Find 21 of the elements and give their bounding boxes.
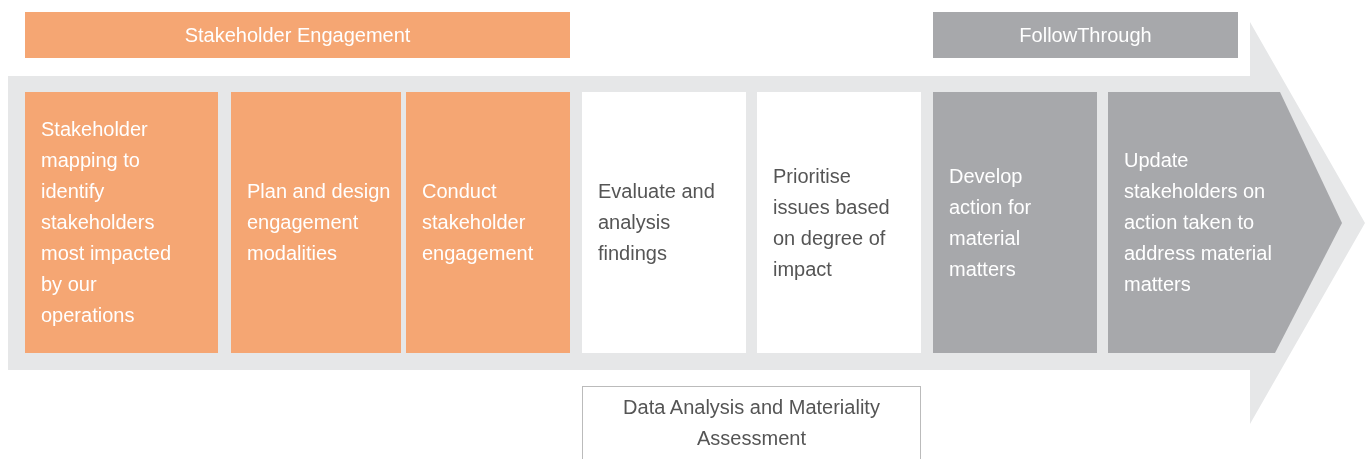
step-box (757, 92, 921, 353)
header-text: FollowThrough (1019, 22, 1152, 48)
step-text: Data Analysis and Materiality Assessment (623, 395, 880, 451)
section-header (933, 12, 1238, 58)
step-box (25, 92, 218, 353)
step-box (933, 92, 1097, 353)
arrow-step-box (1108, 92, 1342, 353)
step-box (406, 92, 570, 353)
section-footer-box (582, 386, 921, 459)
step-box (582, 92, 746, 353)
step-text: Plan and design engagement modalities (247, 179, 392, 266)
step-text: Update stakeholders on action taken to address material matters (1124, 148, 1273, 297)
section-header (25, 12, 570, 58)
step-text: Develop action for material matters (949, 163, 1033, 282)
step-text: Prioritise issues based on degree of impact (773, 163, 891, 282)
step-text: Conduct stakeholder engagement (422, 179, 535, 266)
step-text: Evaluate and analysis findings (598, 179, 716, 266)
header-text: Stakeholder Engagement (184, 22, 411, 48)
arrow-band (8, 22, 1365, 424)
step-box (231, 92, 401, 353)
step-text: Stakeholder mapping to identify stakeholders most impacted by our operations (41, 117, 173, 328)
